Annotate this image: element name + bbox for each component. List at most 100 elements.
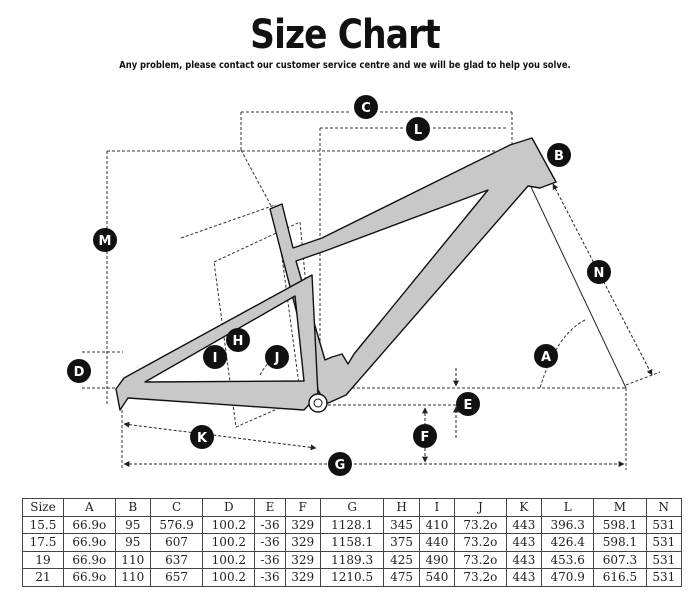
table-cell: -36 xyxy=(254,568,286,587)
table-cell: 375 xyxy=(383,533,420,552)
table-cell: 443 xyxy=(505,533,543,552)
page-title: Size Chart xyxy=(250,12,441,58)
table-cell: 426.4 xyxy=(541,533,595,552)
dim-k-line xyxy=(123,421,317,451)
label-l-text: L xyxy=(414,123,422,138)
table-cell: 607 xyxy=(149,533,204,552)
label-n-text: N xyxy=(594,266,605,281)
label-badge-a: A xyxy=(534,344,558,368)
table-cell: 443 xyxy=(505,550,543,569)
label-badge-h: H xyxy=(226,328,250,352)
table-cell: 443 xyxy=(505,515,543,534)
label-badge-d: D xyxy=(67,359,91,383)
label-h-text: H xyxy=(233,334,244,349)
table-cell: 540 xyxy=(418,568,456,587)
table-cell: 440 xyxy=(418,533,456,552)
table-cell: 100.2 xyxy=(202,550,256,569)
table-cell: 110 xyxy=(114,568,151,587)
label-badge-b: B xyxy=(547,143,571,167)
table-cell: 329 xyxy=(284,550,321,569)
guide-lines xyxy=(82,111,661,470)
table-header-cell: M xyxy=(593,498,647,517)
label-f-text: F xyxy=(421,430,430,445)
table-cell: 19 xyxy=(22,550,64,569)
table-header-cell: Size xyxy=(22,498,64,517)
label-d-text: D xyxy=(74,365,85,380)
table-cell: 531 xyxy=(645,533,683,552)
table-cell: 470.9 xyxy=(541,568,595,587)
table-cell: 616.5 xyxy=(593,568,647,587)
table-cell: 95 xyxy=(114,515,151,534)
table-cell: 100.2 xyxy=(202,515,256,534)
table-cell: 345 xyxy=(383,515,420,534)
frame-geometry-diagram: C L B M N H I J xyxy=(67,95,661,476)
table-cell: 598.1 xyxy=(593,533,647,552)
table-cell: -36 xyxy=(254,515,286,534)
page-subtitle: Any problem, please contact our customer… xyxy=(119,60,571,71)
table-cell: 657 xyxy=(149,568,204,587)
label-j-text: J xyxy=(274,351,280,366)
label-c-text: C xyxy=(361,101,371,116)
label-badge-m: M xyxy=(93,228,117,252)
label-b-text: B xyxy=(554,149,564,164)
bike-frame xyxy=(115,137,557,413)
table-cell: 15.5 xyxy=(22,515,64,534)
main-frame-shape xyxy=(269,137,557,405)
label-e-text: E xyxy=(464,398,473,413)
table-header-cell: E xyxy=(254,498,286,517)
label-badge-e: E xyxy=(456,392,480,416)
table-cell: 66.9o xyxy=(62,515,116,534)
table-cell: 100.2 xyxy=(202,533,256,552)
table-cell: 490 xyxy=(418,550,456,569)
label-badge-n: N xyxy=(587,260,611,284)
table-cell: 73.2o xyxy=(454,568,507,587)
bottom-bracket-inner xyxy=(313,398,323,408)
label-a-text: A xyxy=(541,350,551,365)
label-badge-l: L xyxy=(406,117,430,141)
label-k-text: K xyxy=(197,431,208,446)
table-cell: 329 xyxy=(284,568,321,587)
label-g-text: G xyxy=(335,458,346,473)
table-cell: 531 xyxy=(645,515,683,534)
table-cell: -36 xyxy=(254,550,286,569)
label-badge-i: I xyxy=(203,345,227,369)
table-cell: 576.9 xyxy=(149,515,204,534)
table-header-cell: L xyxy=(541,498,595,517)
table-cell: 1189.3 xyxy=(319,550,385,569)
table-cell: 1128.1 xyxy=(319,515,385,534)
table-cell: 66.9o xyxy=(62,533,116,552)
table-cell: 95 xyxy=(114,533,151,552)
table-header-cell: J xyxy=(454,498,507,517)
label-badge-k: K xyxy=(190,425,214,449)
table-cell: 443 xyxy=(505,568,543,587)
table-cell: 1158.1 xyxy=(319,533,385,552)
table-header-cell: A xyxy=(62,498,116,517)
table-cell: 1210.5 xyxy=(319,568,385,587)
table-header-cell: C xyxy=(149,498,204,517)
table-cell: 329 xyxy=(284,515,321,534)
label-badge-j: J xyxy=(265,345,289,369)
table-cell: 73.2o xyxy=(454,533,507,552)
guide-n-perp xyxy=(625,371,661,386)
table-cell: 73.2o xyxy=(454,515,507,534)
table-header-cell: H xyxy=(383,498,420,517)
table-cell: 396.3 xyxy=(541,515,595,534)
table-cell: 475 xyxy=(383,568,420,587)
table-header-cell: N xyxy=(645,498,683,517)
table-cell: 637 xyxy=(149,550,204,569)
table-cell: 598.1 xyxy=(593,515,647,534)
table-cell: -36 xyxy=(254,533,286,552)
table-cell: 607.3 xyxy=(593,550,647,569)
table-header-cell: F xyxy=(284,498,321,517)
label-badges: C L B M N H I J xyxy=(67,95,611,476)
table-header-cell: I xyxy=(418,498,456,517)
table-header-cell: K xyxy=(505,498,543,517)
table-cell: 531 xyxy=(645,550,683,569)
